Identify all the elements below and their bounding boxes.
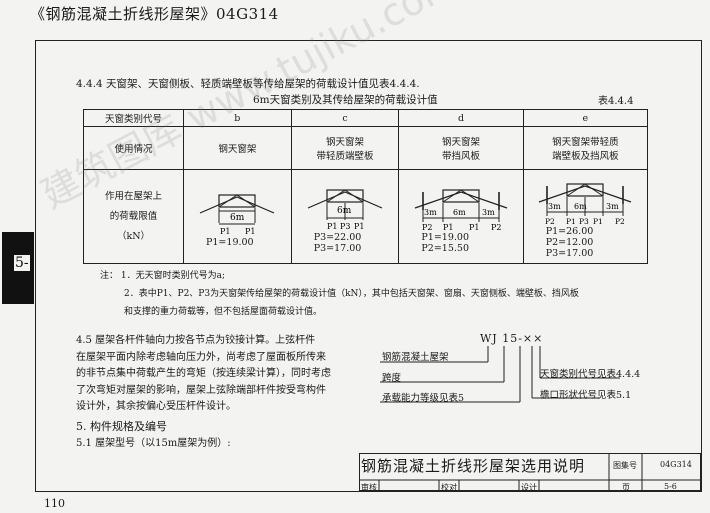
title-block-grid [359, 453, 702, 492]
force-label: P1 [566, 217, 576, 226]
usage-text: 钢天窗架 带挡风板 [442, 137, 481, 162]
code-label-capacity: 承载能力等级见表5 [382, 393, 465, 404]
intro-text: 4.4.4 天窗架、天窗侧板、轻质端壁板等传给屋架的荷载设计值见表4.4.4. [76, 78, 420, 90]
diagram-cell-d: 3m 6m 3m P2 P1 P1 P2 P1=19.00 P2=15.50 [398, 169, 524, 264]
para-line: 在屋架平面内除考虑轴向压力外，尚考虑了屋面板所传来 [76, 351, 326, 363]
title-block-title: 钢筋混凝土折线形屋架选用说明 [361, 457, 586, 475]
page-label: 页 [622, 483, 630, 492]
dim-label: 3m [482, 208, 495, 217]
diagram-cell-b: 6m P1 P1 P1=19.00 [183, 169, 292, 264]
usage-text: 钢天窗架带轻质 端壁板及挡风板 [552, 137, 619, 162]
column-header: d [398, 109, 524, 127]
note-line: 2．表中P1、P2、P3为天窗架传给屋架的荷载设计值（kN），其中包括天窗架、窗… [124, 289, 579, 299]
column-header: c [290, 109, 400, 127]
book-title: 《钢筋混凝土折线形屋架》04G314 [30, 5, 279, 23]
dim-label: 3m [424, 208, 437, 217]
table-notes: 注： 1．无天窗时类别代号为a; 2．表中P1、P2、P3为天窗架传给屋架的荷载… [100, 267, 579, 321]
usage-cell: 钢天窗架 带挡风板 [398, 126, 524, 170]
section-4-5: 4.5 屋架各杆件轴向力按各节点为铰接计算。上弦杆件 在屋架平面内除考虑轴向压力… [76, 333, 358, 416]
usage-label: 使用情况 [83, 126, 184, 170]
side-tab-label: 5- [14, 255, 30, 271]
section-5-heading: 5. 构件规格及编号 [76, 420, 167, 433]
value-list: P1=19.00 [184, 237, 291, 248]
load-value: P1=26.00 [545, 226, 594, 237]
value-list: P3=22.00 P3=17.00 [292, 232, 399, 254]
diagram-cell-e: 3m 6m 3m P2 P1 P3 P1 P2 P1=26.00 P2=12.0… [522, 169, 649, 264]
usage-cell: 钢天窗架 带轻质端壁板 [290, 126, 400, 170]
load-value: P3=17.00 [545, 248, 594, 259]
force-label: P1 [354, 222, 364, 231]
column-header: e [522, 109, 649, 127]
load-label-line: 的荷载限值 [109, 210, 158, 222]
value-list: P1=19.00 P2=15.50 [399, 232, 522, 254]
load-label-line: （kN） [116, 230, 151, 242]
load-table: 天窗类别代号 b c d e 使用情况 钢天窗架 钢天窗架 带轻质端壁板 钢天窗… [83, 109, 649, 264]
load-value: P1=19.00 [206, 237, 254, 248]
code-label-series: 钢筋混凝土屋架 [382, 352, 449, 363]
force-label: P1 [327, 222, 337, 231]
force-label: P1 [469, 223, 479, 232]
force-label: P1 [593, 217, 603, 226]
section-5-1-heading: 5.1 屋架型号（以15m屋架为例）: [76, 438, 231, 449]
atlas-number: 04G314 [660, 460, 692, 469]
para-line: 的非节点集中荷载产生的弯矩（按连续梁计算），同时考虑 [76, 368, 331, 379]
designer-label: 设计 [521, 483, 537, 492]
reviewer-label: 审核 [361, 483, 377, 492]
skylight-diagram-e: 3m 6m 3m P2 P1 P3 P1 P2 [539, 183, 632, 226]
para-line: 了次弯矩对屋架的影响，屋架上弦除端部杆件按受弯构件 [76, 384, 326, 396]
skylight-diagram-d: 3m 6m 3m P2 P1 P1 P2 [414, 188, 508, 232]
dim-label: 6m [230, 213, 245, 223]
code-label-skylight: 天窗类别代号见表4.4.4 [540, 369, 641, 380]
checker-label: 校对 [441, 483, 457, 492]
page-number: 110 [44, 497, 65, 510]
load-value: P3=17.00 [313, 242, 362, 254]
diagram-cell-c: 6m P1 P3 P1 P3=22.00 P3=17.00 [290, 169, 400, 264]
table-title: 6m天窗类别及其传给屋架的荷载设计值 [253, 94, 438, 106]
force-label: P1 [443, 223, 453, 232]
force-label: P2 [422, 223, 432, 232]
force-label: P3 [340, 222, 350, 231]
force-label: P2 [615, 217, 625, 226]
usage-text: 钢天窗架 带轻质端壁板 [316, 137, 374, 162]
drawing-frame [35, 40, 702, 492]
code-label-eave: 檐口形状代号见表5.1 [540, 390, 632, 401]
table-number: 表4.4.4 [598, 96, 634, 107]
dim-label: 3m [606, 202, 619, 211]
load-label-line: 作用在屋架上 [104, 190, 162, 202]
note-line: 和支撑的重力荷载等，但不包括屋面荷载设计值。 [124, 307, 323, 317]
usage-cell: 钢天窗架 [183, 126, 292, 170]
load-value: P2=15.50 [421, 242, 469, 254]
dim-label: 6m [574, 202, 587, 211]
force-label: P2 [491, 223, 501, 232]
force-label: P2 [545, 217, 555, 226]
load-label: 作用在屋架上 的荷载限值 （kN） [83, 169, 184, 264]
dim-label: 3m [548, 202, 561, 211]
load-value: P1=19.00 [421, 231, 469, 243]
skylight-diagram-c: 6m P1 P3 P1 [307, 188, 383, 231]
value-list: P1=26.00 P2=12.00 P3=17.00 [524, 226, 647, 259]
para-line: 4.5 屋架各杆件轴向力按各节点为铰接计算。上弦杆件 [76, 335, 316, 346]
force-label: P1 [245, 227, 255, 236]
sheet-number: 5-6 [664, 482, 677, 491]
dim-label: 6m [337, 206, 352, 216]
dim-label: 6m [453, 208, 466, 217]
type-code: WJ 15-×× [480, 332, 544, 345]
force-label: P1 [220, 227, 230, 236]
usage-cell: 钢天窗架带轻质 端壁板及挡风板 [522, 126, 649, 170]
load-value: P2=12.00 [545, 237, 594, 248]
usage-text: 钢天窗架 [218, 144, 257, 155]
para-line: 设计外，其余按偏心受压杆件设计。 [76, 401, 236, 412]
title-block [359, 453, 701, 491]
code-label-span: 跨度 [382, 373, 402, 384]
atlas-label: 图集号 [613, 461, 637, 470]
skylight-diagram-b: 6m P1 P1 [200, 194, 275, 236]
load-value: P3=22.00 [313, 231, 362, 243]
force-label: P3 [579, 217, 589, 226]
code-leader-lines [380, 346, 620, 403]
note-line: 注： 1．无天窗时类别代号为a; [100, 271, 225, 281]
